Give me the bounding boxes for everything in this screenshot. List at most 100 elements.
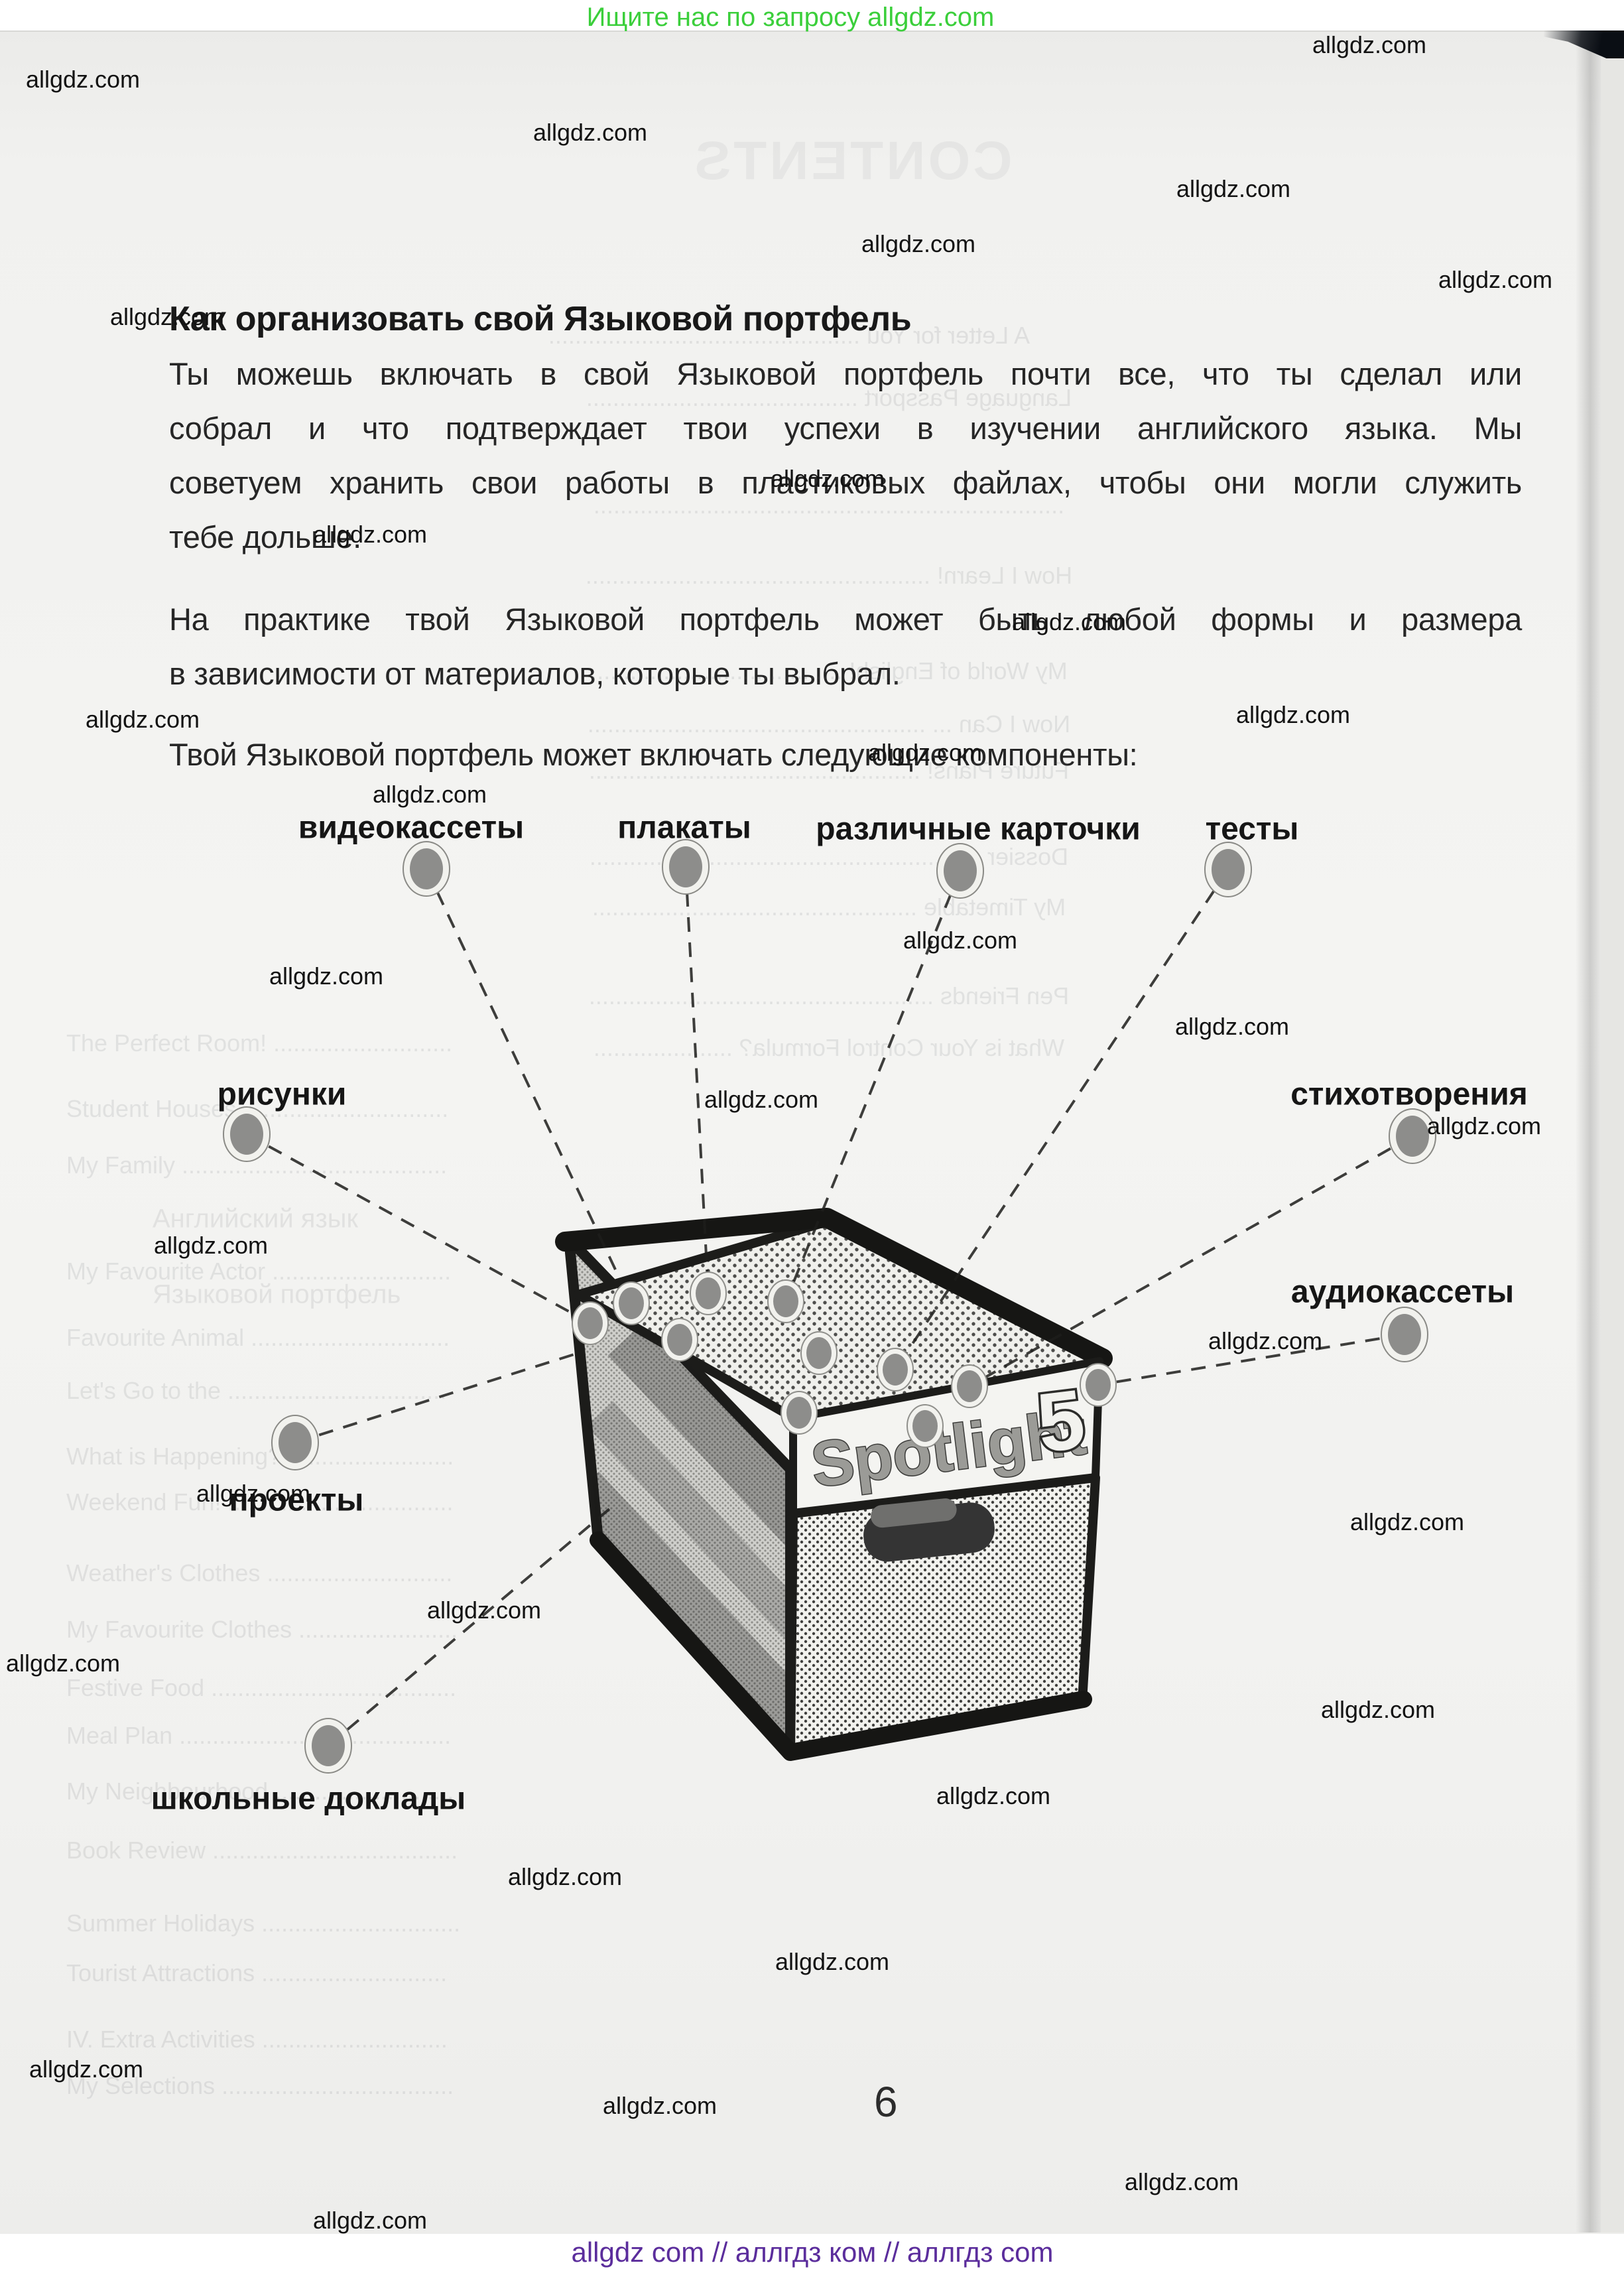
page-crease-shadow <box>1576 31 1602 2233</box>
component-label: проекты <box>229 1482 364 1518</box>
diagram-dot <box>1388 1314 1421 1355</box>
diagram-dot <box>944 850 977 891</box>
ghost-bleedthrough-text: My Selections ..........................… <box>66 2072 454 2099</box>
diagram-dot <box>1212 849 1245 890</box>
watermark-text: allgdz.com <box>1320 1696 1436 1723</box>
watermark-text: allgdz.com <box>1235 701 1351 728</box>
ghost-bleedthrough-text: Summer Holidays ........................… <box>66 1910 461 1937</box>
component-label: стихотворения <box>1290 1076 1528 1112</box>
ghost-bleedthrough-text: Favourite Animal .......................… <box>66 1324 450 1351</box>
connector-line <box>969 1135 1413 1388</box>
ghost-bleedthrough-text: The Perfect Room! ......................… <box>66 1029 453 1057</box>
box-handle <box>863 1498 995 1562</box>
diagram-dot <box>578 1307 603 1339</box>
diagram-dot <box>410 848 443 889</box>
ghost-bleedthrough-text: Festive Food ...........................… <box>66 1674 457 1701</box>
watermark-text: allgdz.com <box>1438 266 1553 293</box>
component-label: рисунки <box>217 1076 347 1112</box>
box-bottom-edge <box>590 1531 1092 1761</box>
diagram-dot <box>312 1725 345 1766</box>
watermark-text: allgdz.com <box>1174 1013 1290 1040</box>
watermark-text: allgdz.com <box>775 1948 890 1975</box>
component-label: различные карточки <box>816 811 1141 847</box>
watermark-text: allgdz.com <box>1426 1112 1542 1139</box>
watermark-text: allgdz.com <box>426 1596 542 1624</box>
connector-line <box>1097 1333 1405 1386</box>
ghost-bleedthrough-text: Языковой портфель <box>153 1279 401 1309</box>
diagram-dot <box>883 1354 908 1386</box>
diagram-dot <box>1396 1116 1429 1157</box>
watermark-text: allgdz.com <box>1011 608 1127 635</box>
watermark-text: allgdz.com <box>153 1232 269 1259</box>
paragraph-line: собрал и что подтверждает твои успехи в … <box>169 411 1522 446</box>
diagram-dot <box>696 1277 721 1309</box>
connector-line <box>246 1133 591 1325</box>
diagram-dot <box>1086 1369 1111 1401</box>
watermark-text: allgdz.com <box>1312 31 1427 58</box>
watermark-text: allgdz.com <box>704 1086 819 1113</box>
paragraph-line: тебе дольше. <box>169 519 361 554</box>
diagram-dot <box>669 846 702 887</box>
watermark-text: allgdz.com <box>861 230 976 257</box>
watermark-text: allgdz.com <box>602 2092 718 2119</box>
scanned-paper-background <box>0 31 1624 2234</box>
ghost-bleedthrough-text: Meal Plan ..............................… <box>66 1722 452 1749</box>
connector-line <box>684 866 710 1294</box>
connector-line <box>784 870 962 1302</box>
watermark-text: allgdz.com <box>867 739 983 766</box>
connector-line <box>425 868 633 1304</box>
watermark-text: allgdz.com <box>1124 2168 1239 2195</box>
ghost-bleedthrough-text: IV. Extra Activities ...................… <box>66 2026 448 2053</box>
paragraph-line: советуем хранить свои работы в пластиков… <box>169 465 1522 500</box>
page-number: 6 <box>874 2078 898 2126</box>
component-label: плакаты <box>617 810 751 846</box>
watermark-text: allgdz.com <box>25 66 141 93</box>
watermark-text: allgdz.com <box>1208 1327 1323 1354</box>
ghost-bleedthrough-text: Weather's Clothes ......................… <box>66 1559 453 1587</box>
component-label: видеокассеты <box>298 810 525 846</box>
diagram-dot <box>957 1370 982 1402</box>
watermark-text: allgdz.com <box>936 1782 1051 1809</box>
diagram-dot <box>279 1422 312 1463</box>
diagram-dot <box>773 1285 798 1317</box>
connector-line <box>327 1504 615 1747</box>
watermark-text: allgdz.com <box>312 521 428 548</box>
paragraph-line: На практике твой Языковой портфель может… <box>169 602 1522 637</box>
watermark-text: allgdz.com <box>269 962 384 990</box>
component-label: школьные доклады <box>151 1781 466 1817</box>
watermark-text: allgdz.com <box>312 2207 428 2234</box>
adjacent-page-edge <box>1601 31 1624 2233</box>
watermark-text: allgdz.com <box>1176 175 1291 202</box>
ghost-bleedthrough-text: My Favourite Actor .....................… <box>66 1258 452 1285</box>
diagram-dot <box>786 1397 812 1429</box>
ghost-bleedthrough-text: My Favourite Clothes ...................… <box>66 1616 458 1643</box>
ghost-bleedthrough-text: Weekend Fun! ...........................… <box>66 1488 454 1516</box>
watermark-text: allgdz.com <box>196 1480 311 1507</box>
ghost-bleedthrough-text: Tourist Attractions ....................… <box>66 1959 448 1986</box>
watermark-text: allgdz.com <box>532 119 648 146</box>
component-label: аудиокассеты <box>1290 1274 1515 1310</box>
watermark-text: allgdz.com <box>770 465 885 492</box>
ghost-bleedthrough-text: What is Happening? .....................… <box>66 1443 454 1470</box>
watermark-text: allgdz.com <box>372 781 487 808</box>
watermark-text: allgdz.com <box>85 706 200 733</box>
site-footer-text: allgdz com // аллгдз ком // аллгдз com <box>571 2237 1054 2268</box>
ghost-bleedthrough-text: My Neighbourhood .......................… <box>66 1778 454 1805</box>
watermark-text: allgdz.com <box>903 927 1018 954</box>
component-label: тесты <box>1205 811 1299 847</box>
diagram-dot <box>806 1337 832 1369</box>
box-top-rim <box>555 1208 1113 1368</box>
ghost-bleedthrough-text: Let's Go to the ........................… <box>66 1377 447 1404</box>
paragraph-line: Ты можешь включать в свой Языковой портф… <box>169 356 1522 391</box>
connector-line <box>294 1352 579 1444</box>
page-title: Как организовать свой Языковой портфель <box>169 299 912 338</box>
components-intro-line: Твой Языковой портфель может включать сл… <box>169 737 1138 772</box>
watermark-text: allgdz.com <box>5 1650 121 1677</box>
ghost-bleedthrough-text: Английский язык <box>153 1204 359 1234</box>
watermark-text: allgdz.com <box>109 303 225 330</box>
